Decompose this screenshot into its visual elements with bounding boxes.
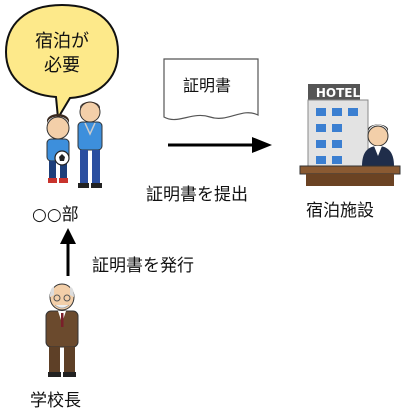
principal-icon (45, 283, 79, 377)
document-icon (163, 58, 259, 121)
bubble-line-1: 宿泊が (35, 31, 89, 52)
arrow-up-icon (60, 228, 76, 276)
club-label: ○○部 (32, 205, 79, 225)
principal-label: 学校長 (30, 391, 81, 411)
submit-label: 証明書を提出 (146, 185, 248, 205)
club-members-icon (46, 101, 103, 188)
facility-label: 宿泊施設 (306, 201, 374, 221)
bubble-line-2: 必要 (44, 55, 80, 76)
hotel-sign: HOTEL (315, 86, 361, 100)
arrow-right-icon (168, 137, 272, 153)
document-label: 証明書 (183, 76, 232, 95)
issue-label: 証明書を発行 (92, 256, 194, 276)
hotel-clerk-icon (299, 84, 401, 186)
